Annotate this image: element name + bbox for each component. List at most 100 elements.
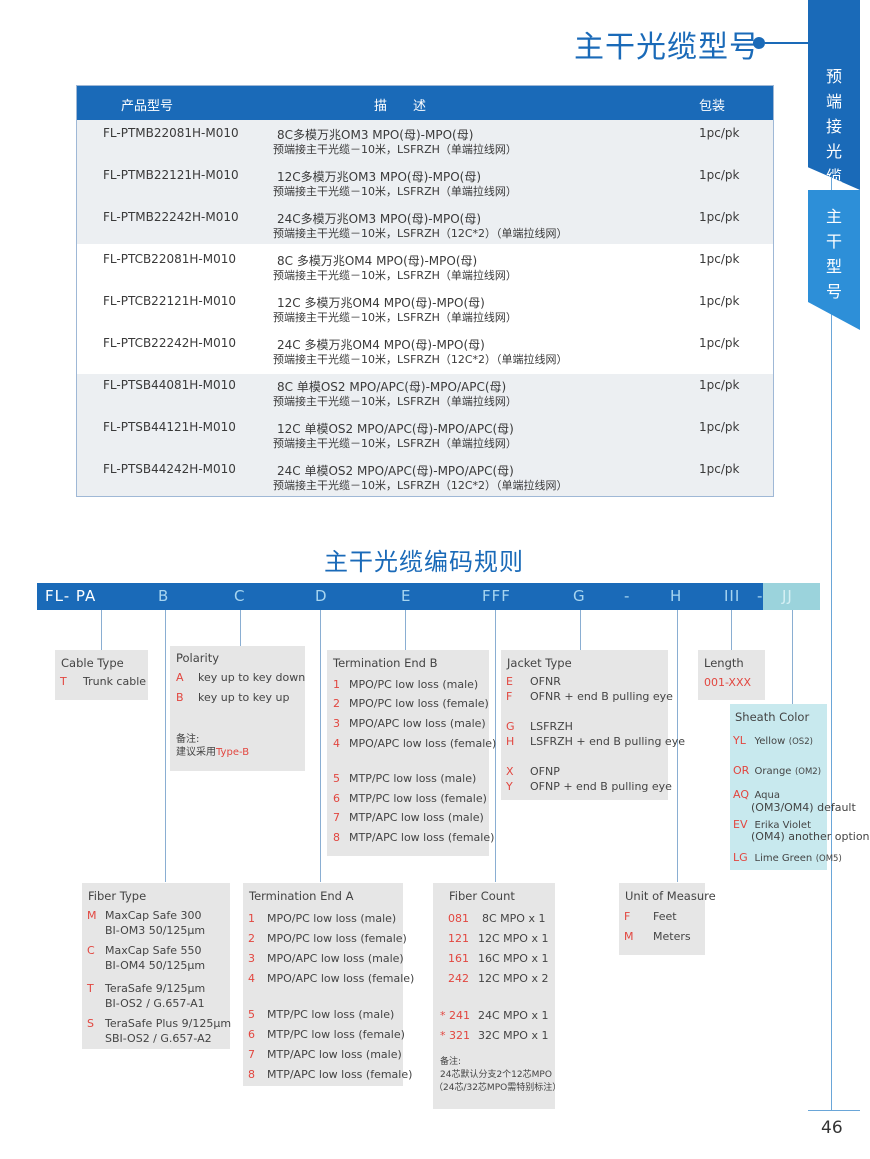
length-title: Length	[704, 656, 744, 670]
side-char: 缆	[825, 167, 842, 186]
item-label: 12C MPO x 1	[478, 932, 549, 945]
item-label: MTP/APC low loss (female)	[349, 831, 495, 844]
fiber-count-title: Fiber Count	[449, 889, 515, 903]
item-label: MTP/PC low loss (female)	[349, 792, 487, 805]
sheath-color-item: LG Lime Green (OM5)	[733, 851, 842, 864]
side-char: 接	[825, 117, 842, 136]
code-letter: EV	[733, 818, 748, 831]
row-desc-line2: 预端接主干光缆－10米，LSFRZH（12C*2）（单端拉线网）	[273, 353, 568, 366]
code-segment-h: H	[670, 587, 683, 605]
row-package: 1pc/pk	[699, 210, 740, 224]
header-package: 包装	[699, 99, 726, 114]
row-model: FL-PTCB22242H-M010	[103, 336, 236, 350]
item-label: LSFRZH	[530, 720, 573, 733]
code-letter: B	[176, 691, 184, 704]
item-sub: BI-OS2 / G.657-A1	[105, 997, 205, 1010]
item-label: MPO/PC low loss (male)	[349, 678, 479, 691]
code-letter: Y	[506, 780, 513, 793]
fiber-type-title: Fiber Type	[88, 889, 147, 903]
code-letter: 242	[448, 972, 469, 985]
item-label: key up to key up	[198, 691, 290, 704]
item-label: MaxCap Safe 550	[105, 944, 202, 957]
item-label: Orange	[754, 766, 792, 777]
table-row: FL-PTSB44121H-M010 12C 单模OS2 MPO/APC(母)-…	[77, 415, 773, 457]
code-segment-g: G	[573, 587, 586, 605]
item-label: MPO/APC low loss (female)	[349, 737, 497, 750]
jacket-type-item: E OFNR	[506, 675, 561, 688]
item-label: OFNP	[530, 765, 560, 778]
row-desc-line1: 24C 单模OS2 MPO/APC(母)-MPO/APC(母)	[277, 464, 514, 478]
item-label: MPO/PC low loss (female)	[349, 697, 489, 710]
side-char: 型	[825, 257, 842, 276]
row-model: FL-PTSB44242H-M010	[103, 462, 236, 476]
code-letter: C	[87, 944, 95, 957]
row-model: FL-PTMB22081H-M010	[103, 126, 239, 140]
side-char: 光	[825, 142, 842, 161]
table-row: FL-PTCB22081H-M010 8C 多模万兆OM4 MPO(母)-MPO…	[77, 247, 773, 289]
item-label: OFNR + end B pulling eye	[530, 690, 673, 703]
table-group-om3	[77, 120, 773, 244]
item-label: TeraSafe Plus 9/125μm	[105, 1017, 232, 1030]
side-char: 预	[825, 67, 842, 86]
code-segment-e: E	[401, 587, 412, 605]
row-model: FL-PTSB44081H-M010	[103, 378, 236, 392]
fiber-count-note-line: （24芯/32芯MPO需特别标注）	[434, 1083, 562, 1093]
fiber-count-note-line: 24芯默认分支2个12芯MPO	[440, 1070, 552, 1080]
code-letter: 081	[448, 912, 469, 925]
side-char: 干	[825, 232, 842, 251]
item-sub: (OM4) another option	[751, 830, 870, 843]
polarity-note-label: 备注:	[176, 734, 200, 745]
row-model: FL-PTMB22121H-M010	[103, 168, 239, 182]
code-letter: S	[87, 1017, 94, 1030]
item-label: MTP/APC low loss (female)	[267, 1068, 413, 1081]
row-package: 1pc/pk	[699, 126, 740, 140]
connector-line	[677, 610, 678, 882]
item-label: 16C MPO x 1	[478, 952, 549, 965]
code-letter: 121	[448, 932, 469, 945]
sheath-color-box: Sheath Color YL Yellow (OS2) OR Orange (…	[730, 704, 870, 870]
code-letter: 1	[333, 678, 340, 691]
row-desc-line2: 预端接主干光缆－10米，LSFRZH（单端拉线网）	[273, 437, 517, 450]
code-segment-c: C	[234, 587, 246, 605]
item-label: MPO/PC low loss (male)	[267, 912, 397, 925]
row-package: 1pc/pk	[699, 252, 740, 266]
item-sub: (OM2)	[794, 767, 822, 777]
row-model: FL-PTMB22242H-M010	[103, 210, 239, 224]
connector-line	[792, 610, 793, 704]
code-letter: LG	[733, 851, 748, 864]
row-desc-line1: 12C多模万兆OM3 MPO(母)-MPO(母)	[277, 170, 482, 184]
code-letter: AQ	[733, 788, 749, 801]
code-letter: 8	[333, 831, 340, 844]
code-letter: 161	[448, 952, 469, 965]
sheath-color-item: AQ Aqua	[733, 788, 780, 801]
row-desc-line2: 预端接主干光缆－10米，LSFRZH（单端拉线网）	[273, 311, 517, 324]
row-desc-line1: 8C 单模OS2 MPO/APC(母)-MPO/APC(母)	[277, 380, 507, 394]
item-label: MTP/PC low loss (male)	[349, 772, 477, 785]
code-letter: E	[506, 675, 513, 688]
code-segment-d: D	[315, 587, 328, 605]
item-label: OFNP + end B pulling eye	[530, 780, 672, 793]
code-letter: F	[506, 690, 513, 703]
code-letter: YL	[733, 734, 746, 747]
item-label: OFNR	[530, 675, 561, 688]
row-desc-line2: 预端接主干光缆－10米，LSFRZH（12C*2）（单端拉线网）	[273, 479, 568, 492]
item-label: MPO/APC low loss (male)	[349, 717, 486, 730]
note-highlight: Type-B	[216, 747, 250, 758]
connector-line	[240, 610, 241, 646]
item-label: Erika Violet	[754, 820, 812, 831]
code-letter: 8	[248, 1068, 255, 1081]
item-sub: (OM3/OM4) default	[751, 801, 856, 814]
row-desc-line2: 预端接主干光缆－10米，LSFRZH（单端拉线网）	[273, 395, 517, 408]
